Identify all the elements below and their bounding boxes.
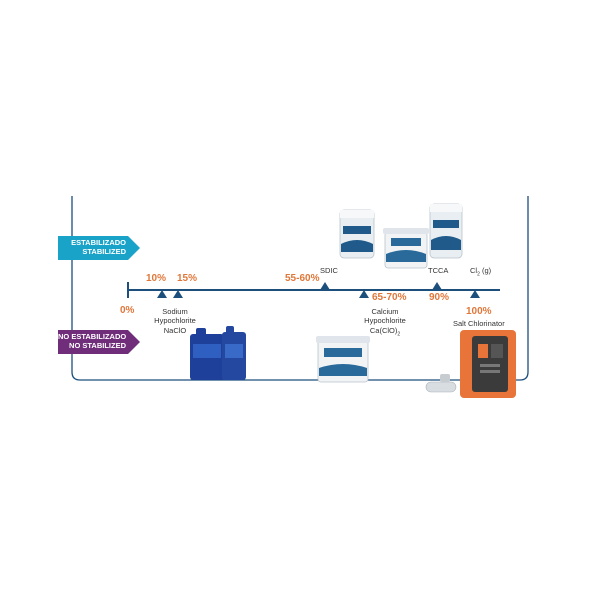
- percent-10: 10%: [146, 273, 167, 284]
- percent-15: 15%: [177, 273, 198, 284]
- calcium-formula: Ca(ClO): [369, 325, 398, 335]
- bucket-product-image: [383, 228, 429, 269]
- percent-55-60: 55-60%: [285, 273, 320, 284]
- chlorine-gas-subscript: 2: [477, 271, 480, 278]
- percent-100: 100%: [466, 306, 492, 317]
- tcca-product-image: [429, 203, 463, 259]
- chlorine-gas-label: Cl2 (g): [470, 266, 491, 278]
- marker-calcium: [359, 290, 369, 298]
- sodium-hypochlorite-jerrycans-image: [190, 326, 246, 380]
- sodium-label-line1: Sodium: [162, 307, 188, 316]
- not-stabilized-label-es: NO ESTABILIZADO: [58, 332, 127, 341]
- marker-100: [470, 290, 480, 298]
- sdic-product-image: [339, 209, 375, 259]
- marker-tcca: [432, 282, 442, 290]
- not-stabilized-arrow: [58, 330, 140, 354]
- sodium-hypochlorite-label: Sodium Hypochlorite NaClO: [150, 307, 200, 335]
- scale-markers: [157, 282, 480, 298]
- percent-65-70: 65-70%: [372, 292, 407, 303]
- percent-0: 0%: [120, 305, 135, 316]
- salt-chlorinator-label: Salt Chlorinator: [453, 319, 505, 328]
- sodium-label-line3: NaClO: [163, 325, 187, 335]
- marker-15: [173, 290, 183, 298]
- not-stabilized-label-en: NO STABILIZED: [69, 341, 126, 351]
- tcca-label: TCCA: [428, 266, 449, 275]
- salt-chlorinator-image: [425, 330, 516, 398]
- calcium-label-line2: Hypochlorite: [364, 316, 406, 326]
- calcium-hypochlorite-label: Calcium Hypochlorite Ca(ClO)2: [356, 307, 414, 338]
- sodium-label-line2: Hypochlorite: [154, 316, 196, 326]
- calcium-label-line3: Ca(ClO)2: [356, 326, 414, 338]
- stabilized-arrow: [58, 236, 140, 260]
- marker-sdic: [320, 282, 330, 290]
- sdic-label: SDIC: [320, 266, 338, 275]
- stabilized-label-en: STABILIZED: [82, 247, 126, 257]
- not-stabilized-label: NO ESTABILIZADO NO STABILIZED: [58, 332, 126, 351]
- calcium-hypochlorite-bucket-image: [316, 336, 370, 383]
- marker-10: [157, 290, 167, 298]
- chlorine-gas-state: (g): [479, 266, 492, 275]
- chlorine-gas-symbol: Cl: [470, 266, 478, 275]
- frame: [71, 196, 529, 381]
- stabilized-label-es: ESTABILIZADO: [71, 238, 126, 247]
- stabilized-label: ESTABILIZADO STABILIZED: [60, 238, 126, 257]
- calcium-label-line1: Calcium: [371, 307, 399, 316]
- calcium-formula-subscript: 2: [397, 331, 401, 338]
- percent-90: 90%: [429, 292, 450, 303]
